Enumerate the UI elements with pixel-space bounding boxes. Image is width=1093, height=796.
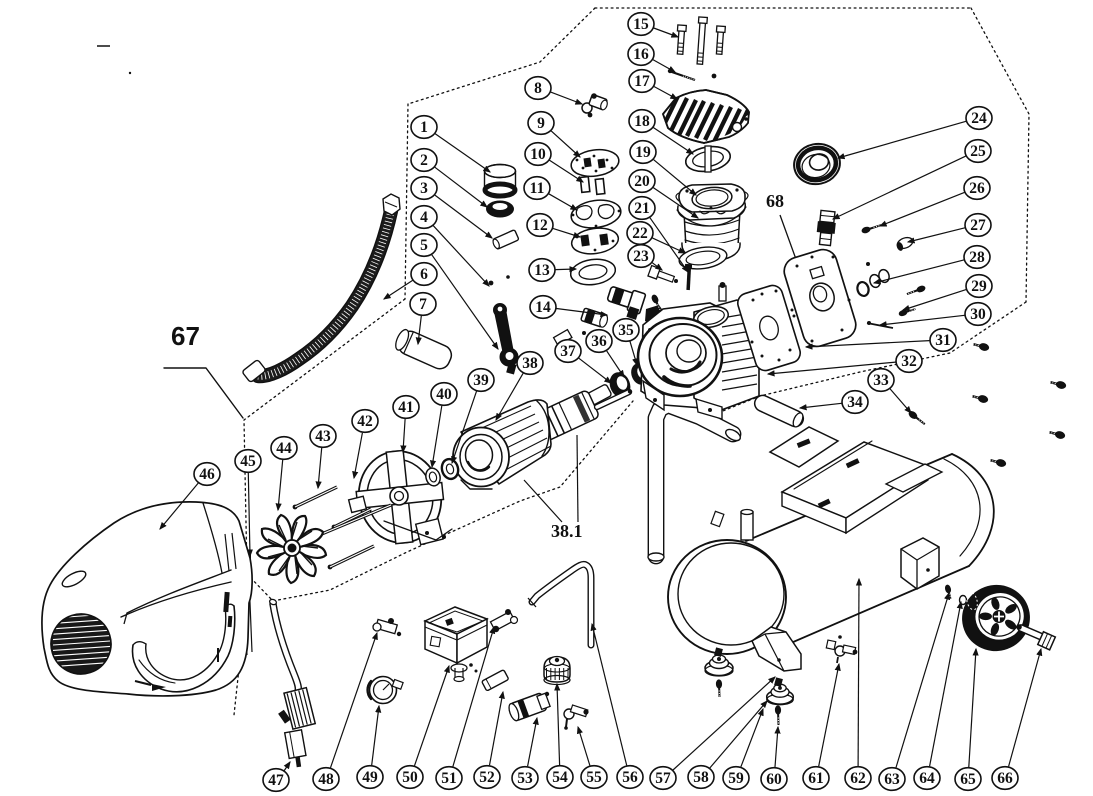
svg-text:32: 32: [901, 353, 917, 370]
svg-text:1: 1: [420, 119, 428, 136]
svg-text:48: 48: [318, 771, 334, 788]
svg-text:27: 27: [970, 217, 986, 234]
svg-text:57: 57: [655, 770, 671, 787]
svg-text:10: 10: [530, 146, 546, 163]
svg-text:22: 22: [632, 225, 648, 242]
svg-text:13: 13: [534, 262, 550, 279]
svg-text:62: 62: [850, 770, 866, 787]
svg-text:63: 63: [884, 771, 900, 788]
svg-text:8: 8: [534, 80, 542, 97]
svg-text:52: 52: [479, 769, 495, 786]
svg-text:2: 2: [420, 152, 428, 169]
svg-text:47: 47: [268, 772, 284, 789]
svg-text:28: 28: [969, 249, 985, 266]
svg-text:14: 14: [535, 299, 551, 316]
svg-text:49: 49: [362, 769, 378, 786]
svg-text:56: 56: [622, 769, 638, 786]
svg-text:66: 66: [997, 770, 1013, 787]
svg-text:23: 23: [633, 248, 649, 265]
svg-text:26: 26: [969, 180, 985, 197]
svg-text:20: 20: [634, 173, 650, 190]
svg-text:4: 4: [420, 209, 428, 226]
svg-text:11: 11: [530, 180, 545, 197]
svg-text:55: 55: [586, 769, 602, 786]
svg-text:50: 50: [402, 769, 418, 786]
svg-text:59: 59: [728, 770, 744, 787]
svg-text:39: 39: [473, 372, 489, 389]
svg-text:58: 58: [693, 769, 709, 786]
svg-text:37: 37: [560, 343, 576, 360]
svg-text:64: 64: [919, 770, 935, 787]
svg-text:68: 68: [766, 191, 784, 211]
svg-text:35: 35: [618, 322, 634, 339]
svg-text:42: 42: [357, 413, 373, 430]
svg-text:12: 12: [532, 217, 548, 234]
svg-text:6: 6: [420, 266, 428, 283]
svg-text:45: 45: [240, 453, 256, 470]
svg-text:3: 3: [420, 180, 428, 197]
svg-text:31: 31: [935, 332, 951, 349]
svg-text:36: 36: [591, 333, 607, 350]
svg-text:33: 33: [873, 372, 889, 389]
svg-text:16: 16: [633, 46, 649, 63]
svg-text:46: 46: [199, 466, 215, 483]
svg-text:44: 44: [276, 440, 292, 457]
svg-text:5: 5: [420, 237, 428, 254]
svg-text:21: 21: [634, 200, 650, 217]
svg-text:9: 9: [537, 115, 545, 132]
svg-text:7: 7: [419, 296, 427, 313]
svg-text:19: 19: [635, 144, 651, 161]
svg-text:24: 24: [971, 110, 987, 127]
svg-text:54: 54: [552, 769, 568, 786]
svg-text:67: 67: [171, 321, 200, 351]
svg-text:53: 53: [517, 770, 533, 787]
svg-text:41: 41: [398, 399, 414, 416]
svg-text:61: 61: [808, 770, 824, 787]
svg-text:51: 51: [441, 770, 457, 787]
svg-text:38.1: 38.1: [551, 521, 583, 541]
svg-text:60: 60: [766, 771, 782, 788]
svg-text:65: 65: [960, 771, 976, 788]
svg-text:38: 38: [522, 355, 538, 372]
svg-text:17: 17: [634, 73, 650, 90]
svg-text:34: 34: [847, 394, 863, 411]
svg-text:43: 43: [315, 428, 331, 445]
svg-text:29: 29: [971, 278, 987, 295]
svg-text:40: 40: [436, 386, 452, 403]
svg-text:18: 18: [634, 113, 650, 130]
svg-text:15: 15: [633, 16, 649, 33]
svg-text:30: 30: [970, 306, 986, 323]
svg-text:25: 25: [970, 143, 986, 160]
